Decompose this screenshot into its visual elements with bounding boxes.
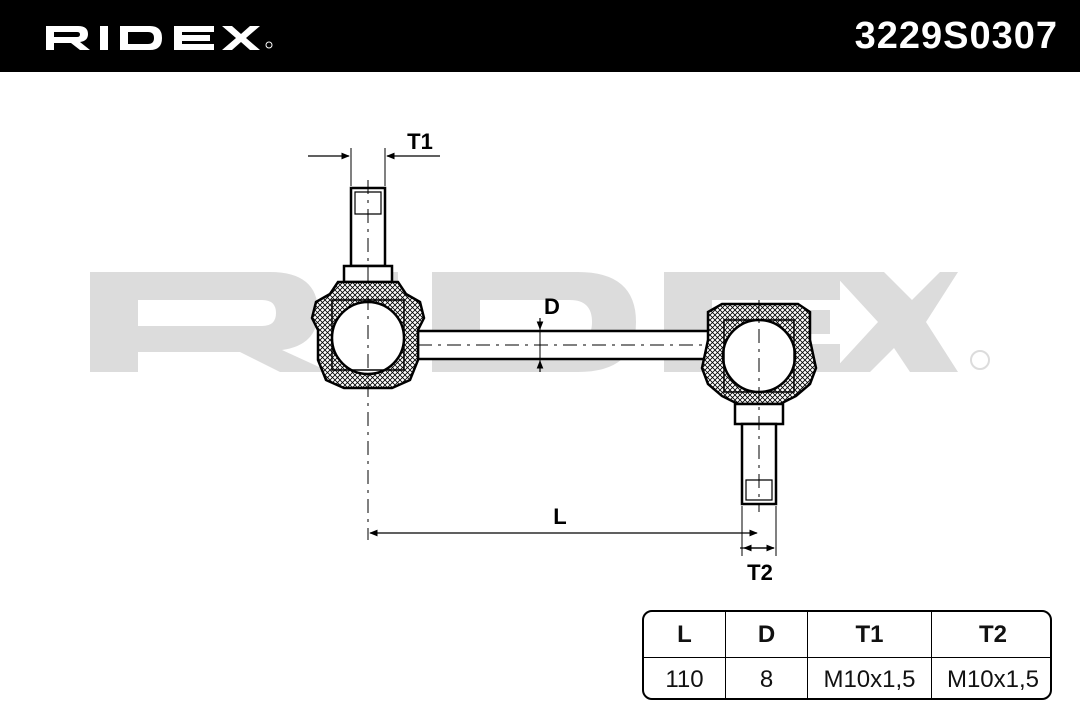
spec-header-d: D: [726, 612, 808, 658]
spec-header-t1: T1: [808, 612, 932, 658]
part-number: 3229S0307: [854, 15, 1058, 57]
spec-table: L D T1 T2 110 8 M10x1,5 M10x1,5: [642, 610, 1052, 700]
spec-value-d: 8: [726, 658, 808, 698]
dimension-label-t2: T2: [747, 560, 773, 585]
right-ball-joint: [700, 300, 818, 512]
dimension-d: D: [536, 294, 560, 372]
spec-value-l: 110: [644, 658, 726, 698]
left-ball-joint: [310, 180, 426, 540]
dimension-label-t1: T1: [407, 129, 433, 154]
dimension-l: L: [369, 504, 758, 537]
dimension-t2: T2: [740, 506, 777, 585]
link-rod: [416, 329, 716, 361]
spec-header-t2: T2: [932, 612, 1050, 658]
technical-drawing: T1 D L T2: [90, 129, 990, 585]
dimension-label-l: L: [553, 504, 566, 529]
spec-value-t2: M10x1,5: [946, 666, 1040, 693]
spec-value-t1: M10x1,5: [808, 658, 932, 698]
spec-header-l: L: [644, 612, 726, 658]
dimension-t1: T1: [308, 129, 440, 186]
dimension-label-d: D: [544, 294, 560, 319]
header-bar: 3229S0307: [0, 0, 1080, 72]
ridex-logo-icon: [44, 22, 276, 57]
